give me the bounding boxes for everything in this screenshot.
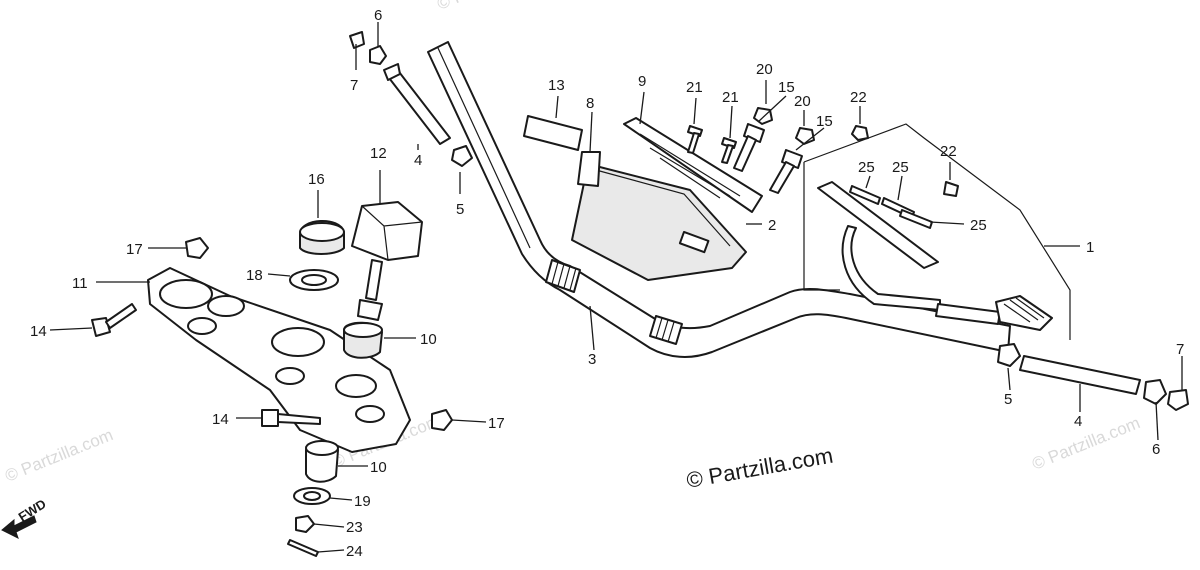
callout-17-top: 17	[126, 241, 143, 258]
upper-holder-12	[351, 201, 423, 321]
watermarks: © Partzilla.com © Partzilla.com © Partzi…	[2, 0, 1142, 486]
callout-4-right: 4	[1074, 413, 1082, 430]
bolt-22b	[943, 181, 959, 197]
callout-7-top: 7	[350, 77, 358, 94]
nut-20b	[795, 127, 815, 145]
nut-17a	[185, 237, 209, 259]
callout-20-a: 20	[756, 61, 773, 78]
nut-23	[295, 515, 315, 533]
washer-19	[293, 487, 331, 505]
cap-16	[299, 219, 345, 255]
bolt-14b	[261, 409, 321, 427]
pad-cover-9	[623, 117, 763, 213]
handlebar-pad	[571, 163, 747, 281]
bolt-21b	[721, 137, 737, 164]
callout-9: 9	[638, 73, 646, 90]
callout-25-c: 25	[970, 217, 987, 234]
watermark-right: © Partzilla.com	[1029, 413, 1142, 474]
callout-17-bottom: 17	[488, 415, 505, 432]
lower-holder-11	[147, 267, 411, 453]
handlebar	[427, 41, 1011, 358]
callout-25-a: 25	[858, 159, 875, 176]
callout-6-right: 6	[1152, 441, 1160, 458]
callout-8: 8	[586, 95, 594, 112]
bolt-15b	[769, 149, 803, 194]
callout-18: 18	[246, 267, 263, 284]
callout-19: 19	[354, 493, 371, 510]
callout-15-b: 15	[816, 113, 833, 130]
nut-17b	[431, 409, 453, 431]
callout-6-top: 6	[374, 7, 382, 24]
callout-14-bottom: 14	[212, 411, 229, 428]
bar-end-right	[997, 343, 1189, 411]
callout-numbers: 6 7 4 5 13 9 8 21 21 20 15 20 15 22 22 2…	[30, 7, 1184, 560]
pin-24	[287, 539, 319, 557]
bolt-21a	[687, 125, 703, 154]
callout-1: 1	[1086, 239, 1094, 256]
screws-25	[849, 185, 933, 229]
callout-21-b: 21	[722, 89, 739, 106]
callout-22-a: 22	[850, 89, 867, 106]
bolt-22a	[851, 125, 869, 141]
copyright-text: © Partzilla.com	[685, 443, 835, 493]
callout-10-bottom: 10	[370, 459, 387, 476]
bushing-10a	[343, 321, 383, 359]
callout-15-a: 15	[778, 79, 795, 96]
bar-end-left	[349, 31, 473, 167]
callout-10-top: 10	[420, 331, 437, 348]
callout-14-top: 14	[30, 323, 47, 340]
knurl-left	[545, 259, 581, 293]
callout-5-top: 5	[456, 201, 464, 218]
knurl-right	[649, 315, 683, 345]
fwd-indicator: FWD	[1, 496, 49, 539]
bolt-15a	[733, 123, 765, 172]
watermark-left: © Partzilla.com	[2, 425, 115, 486]
callout-4-top: 4	[414, 152, 422, 169]
callout-16: 16	[308, 171, 325, 188]
leader-lines	[49, 22, 1183, 553]
callout-7-right: 7	[1176, 341, 1184, 358]
pad-assembly-1	[803, 123, 1071, 340]
callout-24: 24	[346, 543, 363, 560]
watermark-top: © Partzilla.com	[434, 0, 547, 14]
callout-13: 13	[548, 77, 565, 94]
callout-5-right: 5	[1004, 391, 1012, 408]
bushing-10b	[305, 440, 339, 483]
callout-11: 11	[72, 275, 88, 292]
callout-21-a: 21	[686, 79, 703, 96]
callout-20-b: 20	[794, 93, 811, 110]
bolt-14a	[91, 303, 137, 337]
callout-12: 12	[370, 145, 387, 162]
callout-25-b: 25	[892, 159, 909, 176]
callout-3: 3	[588, 351, 596, 368]
pad-band-8	[577, 151, 601, 187]
callout-22-b: 22	[940, 143, 957, 160]
callout-23: 23	[346, 519, 363, 536]
washer-18	[289, 269, 339, 291]
pad-strip-13	[523, 115, 583, 151]
nut-20a	[753, 107, 773, 125]
callout-2: 2	[768, 217, 776, 234]
